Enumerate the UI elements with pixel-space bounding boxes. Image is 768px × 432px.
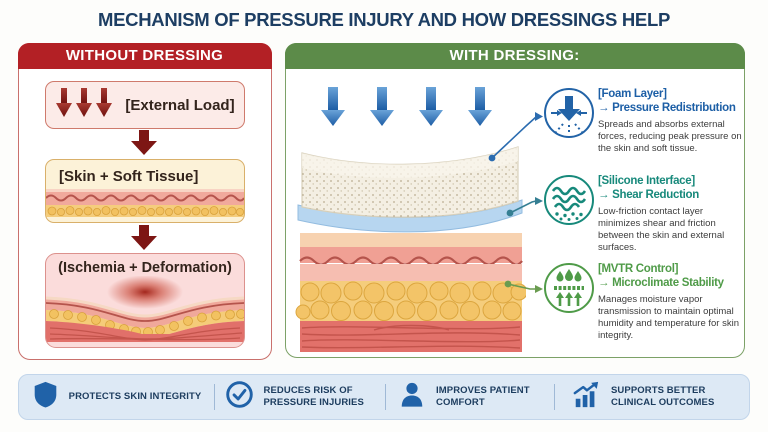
ischemia-deformation-label: (Ischemia + Deformation) <box>58 260 232 276</box>
foam-layer-description: Spreads and absorbs external forces, red… <box>598 118 742 155</box>
external-load-label: [External Load] <box>125 96 235 114</box>
shield-icon <box>32 380 59 414</box>
tissue-layers-illustration <box>46 189 244 222</box>
divider <box>214 384 215 410</box>
benefit-reduces-risk: REDUCES RISK OF PRESSURE INJURIES <box>215 375 385 419</box>
silicone-annotation: [Silicone Interface] → Shear Reduction L… <box>542 173 742 254</box>
without-dressing-header: WITHOUT DRESSING <box>17 42 272 69</box>
foam-layer-subtitle: → Pressure Redistribution <box>598 102 736 115</box>
silicone-interface-subtitle: → Shear Reduction <box>598 189 699 202</box>
divider <box>385 384 386 410</box>
down-arrow-icon <box>128 130 160 161</box>
external-load-box: [External Load] <box>45 81 245 129</box>
benefit-label: REDUCES RISK OF PRESSURE INJURIES <box>263 384 364 408</box>
dressing-layers-illustration <box>294 81 528 358</box>
deformed-tissue-illustration <box>46 275 244 347</box>
benefit-label: IMPROVES PATIENT COMFORT <box>436 384 530 408</box>
skin-soft-tissue-box: [Skin + Soft Tissue] <box>45 159 245 223</box>
ischemia-deformation-box: (Ischemia + Deformation) <box>45 253 245 348</box>
silicone-interface-title: [Silicone Interface] <box>598 175 695 187</box>
mvtr-annotation: [MVTR Control] → Microclimate Stability … <box>542 261 742 342</box>
silicone-interface-description: Low-friction contact layer minimizes she… <box>598 205 725 254</box>
down-arrow-icon <box>128 225 160 256</box>
shear-reduction-icon <box>542 173 598 232</box>
divider <box>554 384 555 410</box>
mvtr-control-description: Manages moisture vapor transmission to m… <box>598 293 739 342</box>
person-icon <box>398 381 426 414</box>
pressure-arrows <box>321 87 492 126</box>
triple-down-arrows-icon <box>55 87 113 124</box>
bar-chart-icon <box>571 381 601 414</box>
mvtr-control-subtitle: → Microclimate Stability <box>598 277 724 290</box>
moisture-vapor-icon <box>542 261 598 320</box>
foam-annotation: [Foam Layer] → Pressure Redistribution S… <box>542 86 742 155</box>
benefits-bar: PROTECTS SKIN INTEGRITY REDUCES RISK OF … <box>18 374 750 420</box>
foam-layer-title: [Foam Layer] <box>598 88 667 100</box>
benefit-label: PROTECTS SKIN INTEGRITY <box>68 390 202 402</box>
page-title: MECHANISM OF PRESSURE INJURY AND HOW DRE… <box>98 9 670 30</box>
benefit-clinical-outcomes: SUPPORTS BETTER CLINICAL OUTCOMES <box>555 375 749 419</box>
with-dressing-panel: WITH DRESSING: <box>284 42 745 358</box>
check-circle-icon <box>225 380 254 414</box>
with-dressing-header: WITH DRESSING: <box>284 42 745 69</box>
mvtr-control-title: [MVTR Control] <box>598 263 679 275</box>
pressure-redistribution-icon <box>542 86 598 145</box>
benefit-label: SUPPORTS BETTER CLINICAL OUTCOMES <box>611 384 715 408</box>
skin-soft-tissue-label: [Skin + Soft Tissue] <box>59 168 199 185</box>
benefit-protects-skin: PROTECTS SKIN INTEGRITY <box>19 375 214 419</box>
without-dressing-panel: WITHOUT DRESSING [External <box>17 42 272 360</box>
benefit-improves-comfort: IMPROVES PATIENT COMFORT <box>386 375 554 419</box>
